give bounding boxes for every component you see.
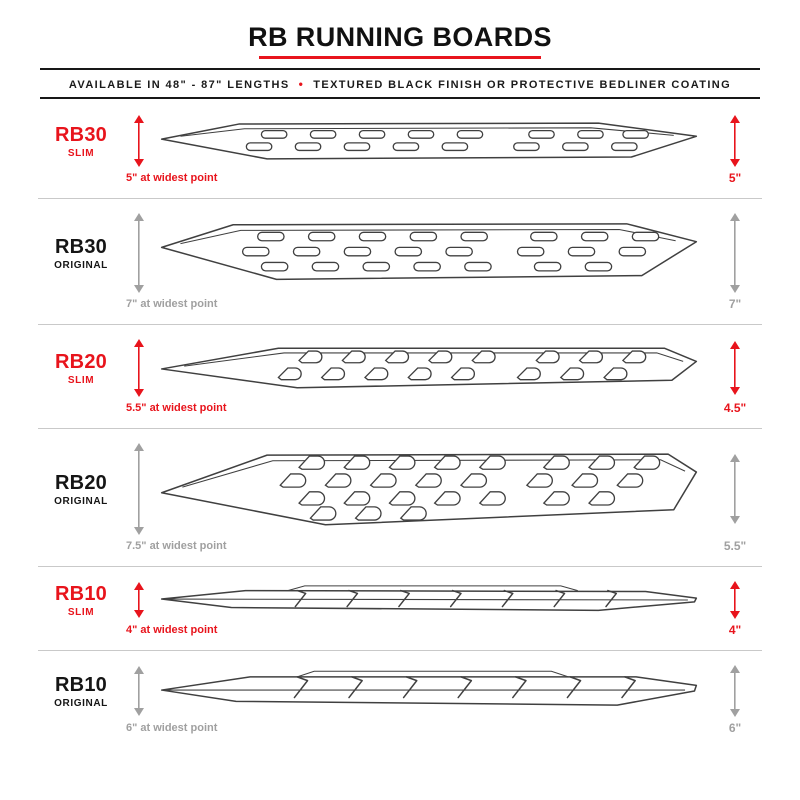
dimension-arrow-icon	[729, 115, 741, 168]
variant-name: SLIM	[67, 374, 95, 386]
variant-name: SLIM	[67, 147, 95, 159]
product-row-rb30-slim: RB30 SLIM 5" at widest point 5"	[38, 101, 762, 200]
dimension-arrow-icon	[729, 665, 741, 718]
width-measurement: 7" at widest point	[126, 298, 218, 311]
dimension-arrow-icon	[729, 454, 741, 525]
dimension-arrow-icon	[729, 581, 741, 620]
variant-name: ORIGINAL	[54, 259, 108, 271]
product-row-rb10-slim: RB10 SLIM 4" at widest point 4"	[38, 567, 762, 652]
variant-name: ORIGINAL	[54, 697, 108, 709]
product-row-rb20-original: RB20 ORIGINAL 7.5" at wi	[38, 429, 762, 568]
width-measurement: 5.5" at widest point	[126, 402, 227, 415]
right-dimension-cell	[729, 454, 741, 525]
product-label: RB20 SLIM	[38, 351, 124, 386]
page-title: RB RUNNING BOARDS	[248, 22, 552, 52]
dimension-arrow-icon	[133, 443, 145, 536]
model-name: RB10	[55, 673, 107, 696]
dimension-arrow-icon	[729, 213, 741, 294]
left-dimension-cell	[133, 213, 145, 294]
model-name: RB30	[55, 123, 107, 146]
product-row-rb30-original: RB30 ORIGINAL 7" at widest point	[38, 199, 762, 326]
product-label: RB30 ORIGINAL	[38, 236, 124, 271]
board-drawing-rb30-original	[154, 213, 708, 293]
variant-name: ORIGINAL	[54, 495, 108, 507]
width-measurement: 7.5" at widest point	[126, 540, 227, 553]
right-dimension-cell	[729, 115, 741, 168]
dimension-arrow-icon	[133, 213, 145, 294]
right-dimension-cell	[729, 665, 741, 718]
height-measurement: 4"	[728, 623, 742, 638]
left-dimension-cell	[133, 582, 145, 619]
dimension-arrow-icon	[133, 339, 145, 398]
subtitle-band: AVAILABLE IN 48" - 87" LENGTHS • TEXTURED …	[40, 68, 760, 100]
subtitle-lengths: AVAILABLE IN 48" - 87" LENGTHS	[68, 79, 290, 92]
product-row-rb10-original: RB10 ORIGINAL 6" at widest point 6"	[38, 651, 762, 748]
dimension-arrow-icon	[133, 582, 145, 619]
variant-name: SLIM	[67, 606, 95, 618]
model-name: RB20	[55, 471, 107, 494]
product-label: RB10 ORIGINAL	[38, 674, 124, 709]
dimension-arrow-icon	[133, 666, 145, 717]
board-drawing-rb20-slim	[154, 339, 708, 397]
width-measurement: 4" at widest point	[126, 624, 218, 637]
model-name: RB20	[55, 350, 107, 373]
bullet-separator: •	[298, 77, 305, 92]
dimension-arrow-icon	[133, 115, 145, 168]
right-dimension-cell	[729, 581, 741, 620]
model-name: RB10	[55, 582, 107, 605]
board-drawing-rb10-original	[154, 666, 708, 716]
board-drawing-rb20-original	[154, 443, 708, 535]
right-dimension-cell	[729, 341, 741, 396]
product-rows: RB30 SLIM 5" at widest point 5"	[0, 99, 800, 748]
height-measurement: 6"	[728, 721, 742, 736]
model-name: RB30	[55, 235, 107, 258]
title-underline	[259, 56, 541, 60]
height-measurement: 4.5"	[723, 401, 747, 416]
width-measurement: 5" at widest point	[126, 172, 218, 185]
board-drawing-rb10-slim	[154, 582, 708, 618]
left-dimension-cell	[133, 666, 145, 717]
product-label: RB30 SLIM	[38, 124, 124, 159]
width-measurement: 6" at widest point	[126, 722, 218, 735]
board-drawing-rb30-slim	[154, 115, 708, 167]
left-dimension-cell	[133, 339, 145, 398]
height-measurement: 7"	[728, 297, 742, 312]
left-dimension-cell	[133, 443, 145, 536]
left-dimension-cell	[133, 115, 145, 168]
dimension-arrow-icon	[729, 341, 741, 396]
product-label: RB20 ORIGINAL	[38, 472, 124, 507]
product-label: RB10 SLIM	[38, 583, 124, 618]
right-dimension-cell	[729, 213, 741, 294]
page-header: RB RUNNING BOARDS AVAILABLE IN 48" - 87"…	[0, 0, 800, 100]
subtitle-finish: TEXTURED BLACK FINISH OR PROTECTIVE BEDL…	[313, 79, 732, 92]
height-measurement: 5"	[728, 171, 742, 186]
height-measurement: 5.5"	[723, 539, 747, 554]
product-row-rb20-slim: RB20 SLIM 5.5" at widest point 4.5"	[38, 325, 762, 430]
